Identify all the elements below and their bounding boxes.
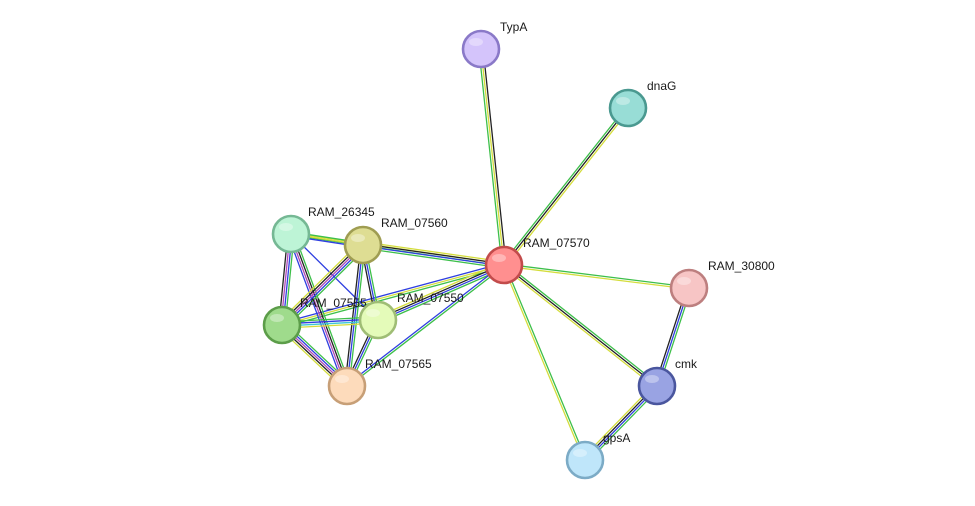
node-label: RAM_26345 bbox=[308, 205, 375, 219]
edge-evidence-line bbox=[478, 48, 503, 266]
node-highlight bbox=[270, 314, 284, 322]
edge-evidence-line bbox=[504, 262, 659, 386]
node-highlight bbox=[351, 234, 365, 242]
node-label: RAM_07570 bbox=[523, 236, 590, 250]
edge-evidence-line bbox=[501, 106, 628, 265]
edge-evidence-line bbox=[278, 241, 361, 323]
node-circle[interactable] bbox=[669, 268, 709, 308]
edge-evidence-line bbox=[346, 244, 364, 387]
edge-evidence-line bbox=[502, 264, 585, 462]
edge-evidence-line bbox=[361, 247, 505, 269]
node-label: RAM_07555 bbox=[300, 296, 367, 310]
node-RAM_07550[interactable]: RAM_07550 bbox=[358, 291, 464, 340]
node-label: RAM_30800 bbox=[708, 259, 775, 273]
node-gpsA[interactable]: gpsA bbox=[565, 431, 630, 480]
edge-RAM_07560-RAM_07565[interactable] bbox=[344, 244, 366, 387]
node-dnaG[interactable]: dnaG bbox=[608, 79, 676, 128]
edge-RAM_07570-RAM_07565[interactable] bbox=[345, 263, 506, 388]
edge-evidence-line bbox=[480, 48, 505, 266]
node-RAM_07555[interactable]: RAM_07555 bbox=[262, 296, 367, 345]
node-circle[interactable] bbox=[608, 88, 648, 128]
node-highlight bbox=[677, 277, 691, 285]
edge-evidence-line bbox=[503, 265, 690, 290]
edge-RAM_07570-dnaG[interactable] bbox=[501, 106, 631, 267]
node-highlight bbox=[573, 449, 587, 457]
node-label: gpsA bbox=[603, 431, 630, 445]
node-highlight bbox=[279, 223, 293, 231]
edge-evidence-line bbox=[503, 264, 658, 387]
node-highlight bbox=[366, 309, 380, 317]
node-RAM_07560[interactable]: RAM_07560 bbox=[343, 216, 448, 265]
edge-evidence-line bbox=[504, 263, 587, 461]
node-layer: TypA dnaG RAM_26345RAM_07560RAM_07570RAM_3… bbox=[262, 20, 775, 480]
node-circle[interactable] bbox=[565, 440, 605, 480]
node-circle[interactable] bbox=[262, 305, 302, 345]
node-label: RAM_07565 bbox=[365, 357, 432, 371]
edge-evidence-line bbox=[378, 267, 506, 324]
node-RAM_26345[interactable]: RAM_26345 bbox=[271, 205, 375, 254]
edge-evidence-line bbox=[362, 245, 505, 267]
edge-RAM_07570-RAM_07550[interactable] bbox=[376, 261, 506, 324]
node-label: RAM_07560 bbox=[381, 216, 448, 230]
edge-RAM_07570-RAM_30800[interactable] bbox=[503, 263, 690, 290]
edge-evidence-line bbox=[482, 48, 507, 266]
node-RAM_30800[interactable]: RAM_30800 bbox=[669, 259, 775, 308]
node-label: TypA bbox=[500, 20, 527, 34]
edge-RAM_07570-TypA[interactable] bbox=[478, 48, 507, 266]
node-circle[interactable] bbox=[271, 214, 311, 254]
node-highlight bbox=[469, 38, 483, 46]
node-circle[interactable] bbox=[343, 225, 383, 265]
edge-evidence-line bbox=[289, 233, 347, 388]
node-TypA[interactable]: TypA bbox=[461, 20, 527, 69]
edge-evidence-line bbox=[503, 263, 690, 288]
edge-RAM_07570-cmk[interactable] bbox=[502, 262, 659, 389]
edge-evidence-line bbox=[281, 264, 505, 326]
node-circle[interactable] bbox=[358, 300, 398, 340]
node-highlight bbox=[492, 254, 506, 262]
node-cmk[interactable]: cmk bbox=[637, 357, 698, 406]
edge-evidence-line bbox=[348, 244, 366, 387]
node-highlight bbox=[645, 375, 659, 383]
edge-evidence-line bbox=[293, 232, 351, 386]
edge-evidence-line bbox=[502, 265, 657, 389]
node-RAM_07570[interactable]: RAM_07570 bbox=[484, 236, 590, 285]
node-highlight bbox=[335, 375, 349, 383]
node-circle[interactable] bbox=[461, 29, 501, 69]
edge-evidence-line bbox=[291, 232, 349, 387]
edge-evidence-line bbox=[504, 108, 631, 267]
edge-evidence-line bbox=[284, 247, 367, 329]
node-highlight bbox=[616, 97, 630, 105]
node-circle[interactable] bbox=[327, 366, 367, 406]
edge-RAM_07570-gpsA[interactable] bbox=[502, 263, 587, 462]
edge-evidence-line bbox=[346, 265, 506, 388]
node-circle[interactable] bbox=[637, 366, 677, 406]
edge-evidence-line bbox=[377, 265, 506, 322]
node-label: RAM_07550 bbox=[397, 291, 464, 305]
edge-evidence-line bbox=[362, 241, 506, 263]
edge-evidence-line bbox=[503, 107, 629, 266]
edge-evidence-line bbox=[376, 263, 505, 320]
node-circle[interactable] bbox=[484, 245, 524, 285]
edge-evidence-line bbox=[344, 244, 362, 387]
edge-evidence-line bbox=[362, 243, 505, 265]
node-RAM_07565[interactable]: RAM_07565 bbox=[327, 357, 432, 406]
edge-evidence-line bbox=[287, 234, 345, 388]
node-label: dnaG bbox=[647, 79, 676, 93]
node-label: cmk bbox=[675, 357, 698, 371]
edge-evidence-line bbox=[345, 263, 505, 386]
edge-evidence-line bbox=[376, 261, 504, 318]
edge-RAM_07570-RAM_07560[interactable] bbox=[361, 241, 506, 269]
edge-RAM_26345-RAM_07565[interactable] bbox=[287, 232, 351, 388]
